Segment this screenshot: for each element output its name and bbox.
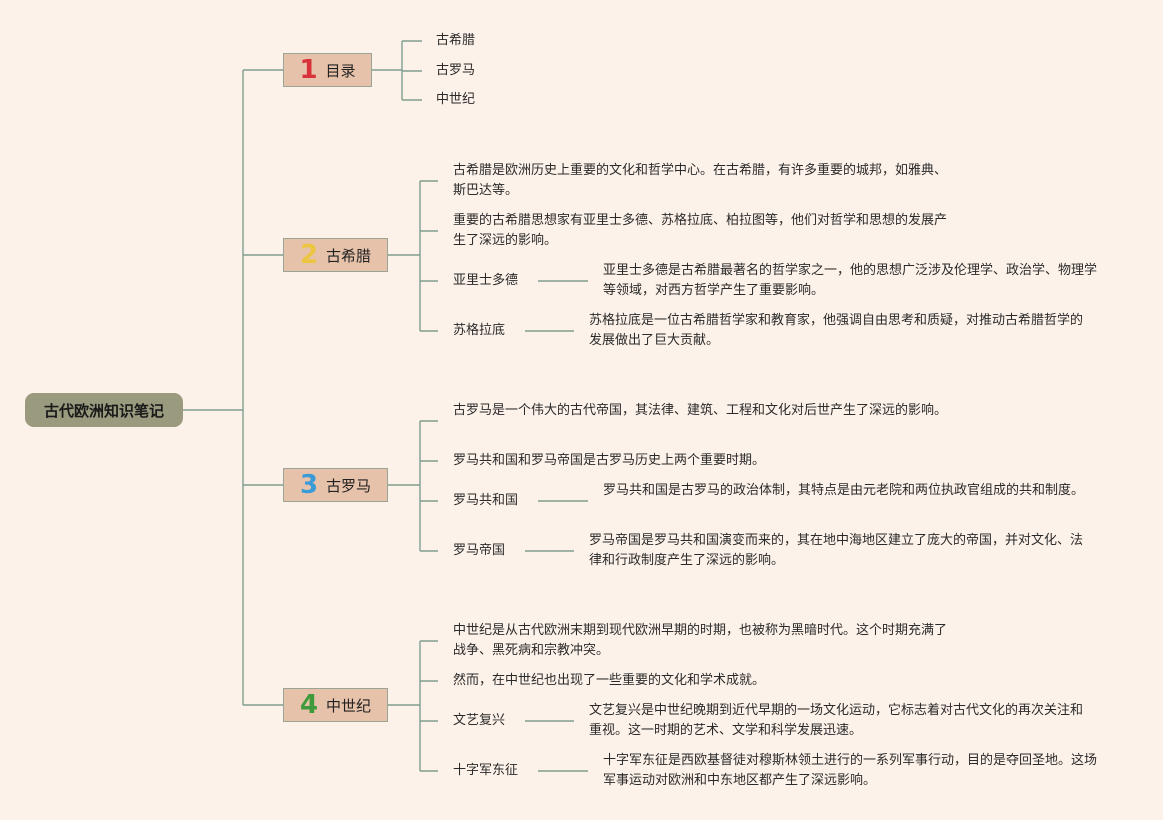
middle-para-1: 中世纪是从古代欧洲末期到现代欧洲早期的时期，也被称为黑暗时代。这个时期充满了战争…: [453, 623, 948, 658]
greece-para-1: 古希腊是欧洲历史上重要的文化和哲学中心。在古希腊，有许多重要的城邦，如雅典、斯巴…: [453, 163, 948, 198]
rome-desc-republic: 罗马共和国是古罗马的政治体制，其特点是由元老院和两位执政官组成的共和制度。: [603, 483, 1085, 498]
middle-para-2: 然而，在中世纪也出现了一些重要的文化和学术成就。: [453, 673, 766, 688]
rome-desc-empire: 罗马帝国是罗马共和国演变而来的，其在地中海地区建立了庞大的帝国，并对文化、法律和…: [589, 533, 1084, 568]
middle-sub-crusades[interactable]: 十字军东征: [453, 763, 519, 778]
toc-item-middle-ages[interactable]: 中世纪: [436, 92, 476, 107]
middle-sub-renaissance[interactable]: 文艺复兴: [453, 713, 506, 728]
greece-sub-aristotle[interactable]: 亚里士多德: [453, 273, 519, 288]
branch-number-2: 2: [299, 240, 319, 270]
toc-item-greece[interactable]: 古希腊: [436, 33, 476, 48]
rome-para-1: 古罗马是一个伟大的古代帝国，其法律、建筑、工程和文化对后世产生了深远的影响。: [453, 403, 948, 418]
branch-node-middle-ages[interactable]: 4 中世纪: [283, 688, 388, 722]
branch-label-middle-ages: 中世纪: [326, 696, 372, 715]
branch-node-rome[interactable]: 3 古罗马: [283, 468, 388, 502]
root-node[interactable]: 古代欧洲知识笔记: [25, 393, 183, 427]
rome-sub-republic[interactable]: 罗马共和国: [453, 493, 519, 508]
root-title: 古代欧洲知识笔记: [43, 401, 164, 420]
rome-sub-empire[interactable]: 罗马帝国: [453, 543, 506, 558]
branch-node-toc[interactable]: 1 目录: [283, 53, 372, 87]
greece-desc-socrates: 苏格拉底是一位古希腊哲学家和教育家，他强调自由思考和质疑，对推动古希腊哲学的发展…: [589, 313, 1084, 348]
branch-label-rome: 古罗马: [326, 476, 372, 495]
branch-number-1: 1: [299, 55, 318, 85]
toc-item-rome[interactable]: 古罗马: [436, 63, 476, 78]
greece-para-2: 重要的古希腊思想家有亚里士多德、苏格拉底、柏拉图等，他们对哲学和思想的发展产生了…: [453, 213, 948, 248]
greece-sub-socrates[interactable]: 苏格拉底: [453, 323, 506, 338]
middle-desc-crusades: 十字军东征是西欧基督徒对穆斯林领土进行的一系列军事行动，目的是夺回圣地。这场军事…: [603, 753, 1098, 788]
branch-node-greece[interactable]: 2 古希腊: [283, 238, 388, 272]
branch-label-greece: 古希腊: [326, 246, 372, 265]
branch-number-4: 4: [299, 690, 319, 720]
branch-number-3: 3: [299, 470, 319, 500]
middle-desc-renaissance: 文艺复兴是中世纪晚期到近代早期的一场文化运动，它标志着对古代文化的再次关注和重视…: [589, 703, 1084, 738]
branch-label-toc: 目录: [325, 61, 356, 80]
greece-desc-aristotle: 亚里士多德是古希腊最著名的哲学家之一，他的思想广泛涉及伦理学、政治学、物理学等领…: [603, 263, 1098, 298]
rome-para-2: 罗马共和国和罗马帝国是古罗马历史上两个重要时期。: [453, 453, 766, 468]
